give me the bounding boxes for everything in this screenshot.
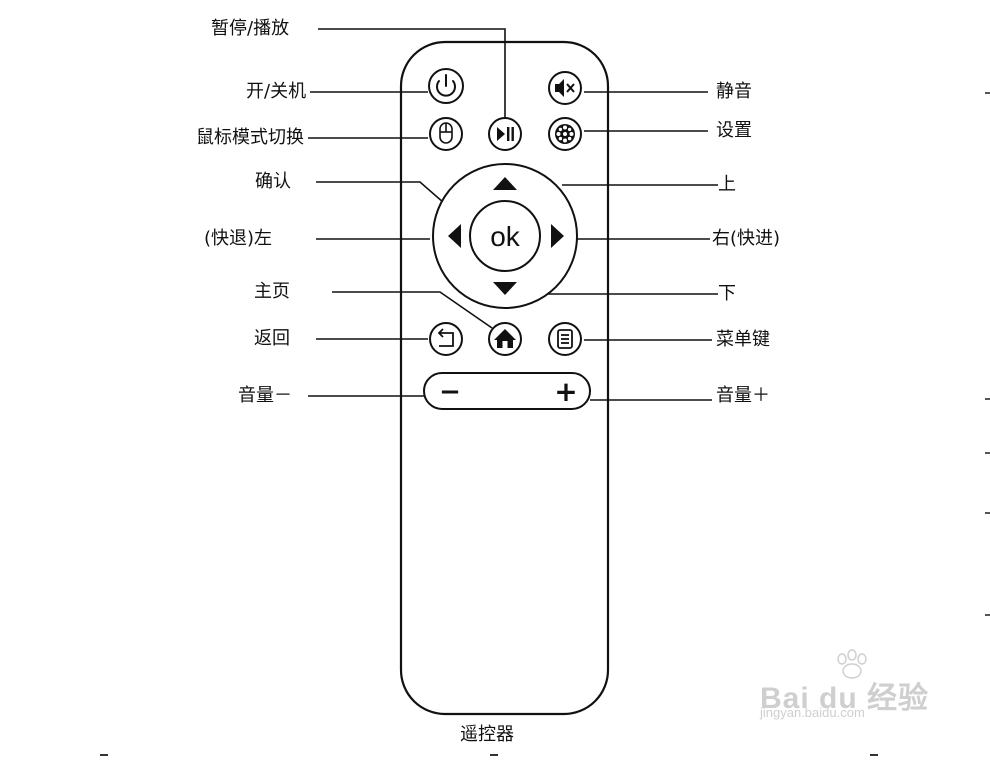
mouse-icon [439, 122, 453, 144]
baidu-watermark: Bai du 经验 jingyan.baidu.com [760, 649, 960, 725]
home-button[interactable] [488, 322, 522, 356]
up-arrow-icon[interactable] [493, 177, 517, 190]
leader-pause-play [318, 28, 506, 122]
volume-rocker: − + [423, 372, 591, 410]
return-icon [437, 328, 454, 347]
label-power: 开/关机 [246, 81, 307, 102]
leader-home [332, 291, 493, 329]
pause-play-button[interactable] [488, 117, 522, 151]
label-up: 上 [718, 174, 736, 195]
play-pause-icon [497, 127, 514, 141]
bottom-tick [870, 754, 878, 756]
watermark-url: jingyan.baidu.com [760, 705, 865, 720]
label-mouse-mode: 鼠标模式切换 [196, 127, 304, 148]
bottom-tick [490, 754, 498, 756]
label-volume-up: 音量＋ [716, 385, 770, 406]
watermark-brand: Bai du 经验 [760, 682, 930, 715]
edge-mark [985, 512, 990, 514]
left-arrow-icon[interactable] [448, 224, 461, 248]
menu-button[interactable] [548, 322, 582, 356]
mute-button[interactable] [548, 71, 582, 105]
edge-mark [985, 614, 990, 616]
volume-up-button[interactable]: + [554, 375, 577, 408]
label-settings: 设置 [716, 120, 752, 141]
power-button[interactable] [428, 68, 464, 104]
edge-mark [985, 398, 990, 400]
label-back: 返回 [254, 328, 290, 349]
settings-button[interactable] [548, 117, 582, 151]
label-confirm: 确认 [255, 171, 291, 192]
mouse-mode-button[interactable] [429, 117, 463, 151]
back-button[interactable] [429, 322, 463, 356]
edge-mark [985, 452, 990, 454]
edge-mark [985, 92, 990, 94]
label-menu: 菜单键 [716, 329, 770, 350]
dpad: ok [432, 163, 578, 309]
label-mute: 静音 [716, 81, 752, 102]
ok-button[interactable] [469, 200, 541, 272]
label-right: 右(快进) [712, 228, 781, 249]
label-home: 主页 [254, 281, 290, 302]
power-icon [436, 74, 456, 97]
label-volume-down: 音量－ [238, 385, 292, 406]
bottom-tick [100, 754, 108, 756]
paw-icon [837, 649, 867, 679]
label-pause-play: 暂停/播放 [211, 18, 290, 39]
label-down: 下 [718, 283, 736, 304]
caption-remote: 遥控器 [460, 724, 514, 745]
gear-icon [555, 124, 575, 144]
mute-icon [555, 79, 575, 97]
ok-label: ok [490, 221, 521, 252]
label-left: (快退)左 [204, 228, 273, 249]
home-icon [494, 329, 516, 348]
down-arrow-icon[interactable] [493, 282, 517, 295]
volume-down-button[interactable]: − [439, 377, 461, 407]
menu-icon [557, 329, 573, 349]
right-arrow-icon[interactable] [551, 224, 564, 248]
leader-lines [308, 28, 718, 401]
